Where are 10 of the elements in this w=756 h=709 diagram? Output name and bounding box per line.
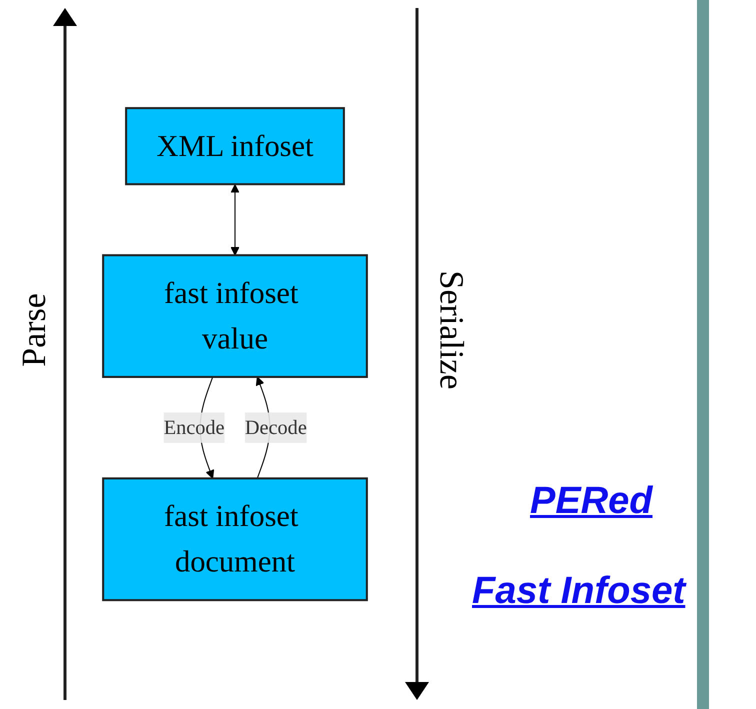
node-box: fast infoset value: [102, 254, 368, 378]
node-box: fast infoset document: [102, 477, 368, 602]
direction-label: Parse: [16, 293, 54, 367]
direction-label: Serialize: [430, 270, 469, 390]
node-box: XML infoset: [125, 106, 345, 186]
text-link: Fast Infoset: [472, 570, 686, 613]
arrow: [230, 184, 240, 256]
edge-label: Encode: [164, 416, 225, 439]
text-link: PERed: [530, 480, 652, 523]
edge-label: Decode: [244, 416, 307, 439]
